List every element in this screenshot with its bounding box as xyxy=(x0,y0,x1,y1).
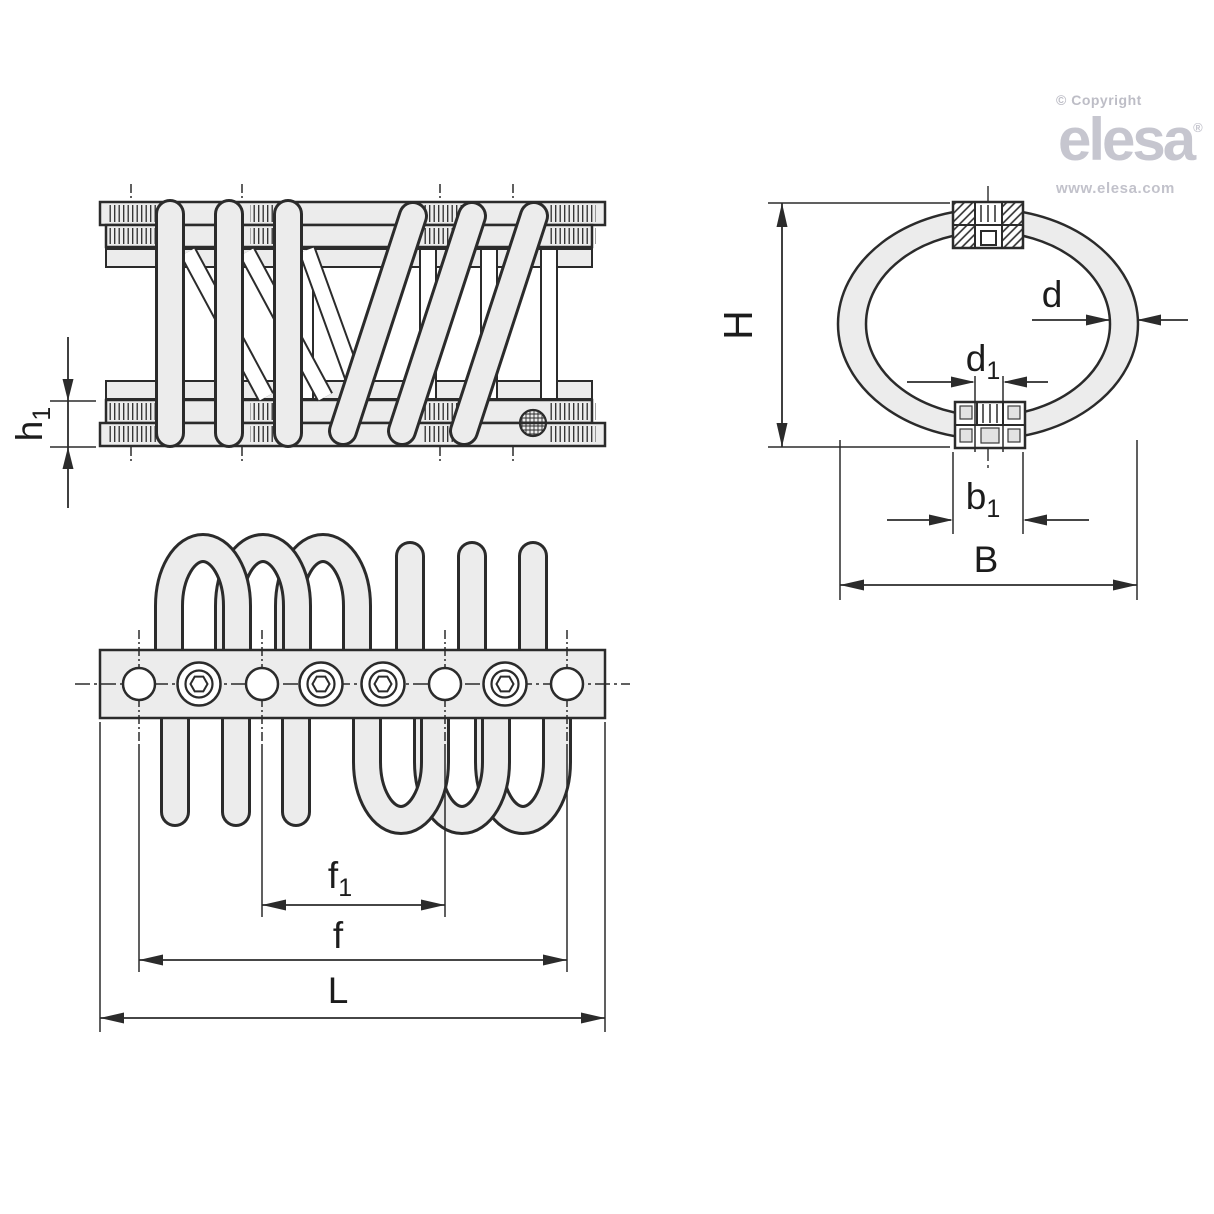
dim-label-d: d xyxy=(1042,274,1063,315)
small-hole xyxy=(121,666,157,702)
small-hole xyxy=(549,666,585,702)
arrowhead xyxy=(1003,376,1027,388)
extension-lines xyxy=(99,722,606,1032)
socket-screw-hole xyxy=(482,661,528,707)
arrowhead xyxy=(929,514,953,526)
wire-end-section xyxy=(518,408,548,438)
arrowhead xyxy=(776,203,788,227)
socket-screw-hole xyxy=(360,661,406,707)
socket-screw-hole xyxy=(298,661,344,707)
arrowhead xyxy=(1023,514,1047,526)
dim-label-h1: h1 xyxy=(9,407,56,441)
small-hole xyxy=(427,666,463,702)
socket-screw-hole xyxy=(176,661,222,707)
registered-trademark-icon: ® xyxy=(1193,120,1203,135)
plate-holes xyxy=(121,661,585,707)
arrowhead xyxy=(139,954,163,966)
dim-label-f: f xyxy=(333,915,344,956)
arrowhead xyxy=(543,954,567,966)
spring-front-wires xyxy=(155,199,549,448)
arrowhead xyxy=(951,376,975,388)
dimension-L: L xyxy=(100,970,605,1024)
elesa-logo-text: elesa xyxy=(1058,106,1196,173)
dimension-B: B xyxy=(839,440,1138,600)
dimension-d1: d1 xyxy=(907,338,1048,452)
arrowhead xyxy=(62,447,74,469)
coil-wires xyxy=(154,533,572,835)
top-view: f1 f L xyxy=(75,533,630,1032)
arrowhead xyxy=(1113,579,1137,591)
arrowhead xyxy=(1086,314,1110,326)
arrowhead xyxy=(1137,314,1161,326)
dim-label-B: B xyxy=(974,539,999,580)
arrowhead xyxy=(421,899,445,911)
website-text: www.elesa.com xyxy=(1056,180,1175,197)
wire-loop-inner xyxy=(864,230,1112,418)
arrowhead xyxy=(262,899,286,911)
dimension-d: d xyxy=(1032,274,1188,326)
dim-label-f1: f1 xyxy=(328,855,352,902)
small-hole xyxy=(244,666,280,702)
dimension-b1: b1 xyxy=(887,452,1089,534)
bottom-clamp-block xyxy=(953,400,1027,450)
side-view: h1 xyxy=(9,184,607,508)
end-view: H d d1 xyxy=(715,186,1188,600)
top-clamp-block xyxy=(951,200,1025,250)
arrowhead xyxy=(581,1012,605,1024)
copyright-text: © Copyright xyxy=(1056,92,1142,108)
dimension-f1: f1 xyxy=(262,855,445,911)
elesa-logo: elesa® xyxy=(1058,110,1203,170)
dim-label-L: L xyxy=(328,970,349,1011)
dim-label-b1: b1 xyxy=(966,476,1000,523)
dim-label-d1: d1 xyxy=(966,338,1000,385)
arrowhead xyxy=(840,579,864,591)
arrowhead xyxy=(62,379,74,401)
arrowhead xyxy=(776,423,788,447)
dim-label-H: H xyxy=(715,310,761,340)
arrowhead xyxy=(100,1012,124,1024)
dimension-H: H xyxy=(715,202,950,448)
dimension-h1: h1 xyxy=(9,337,96,508)
dimension-f: f xyxy=(139,915,567,966)
